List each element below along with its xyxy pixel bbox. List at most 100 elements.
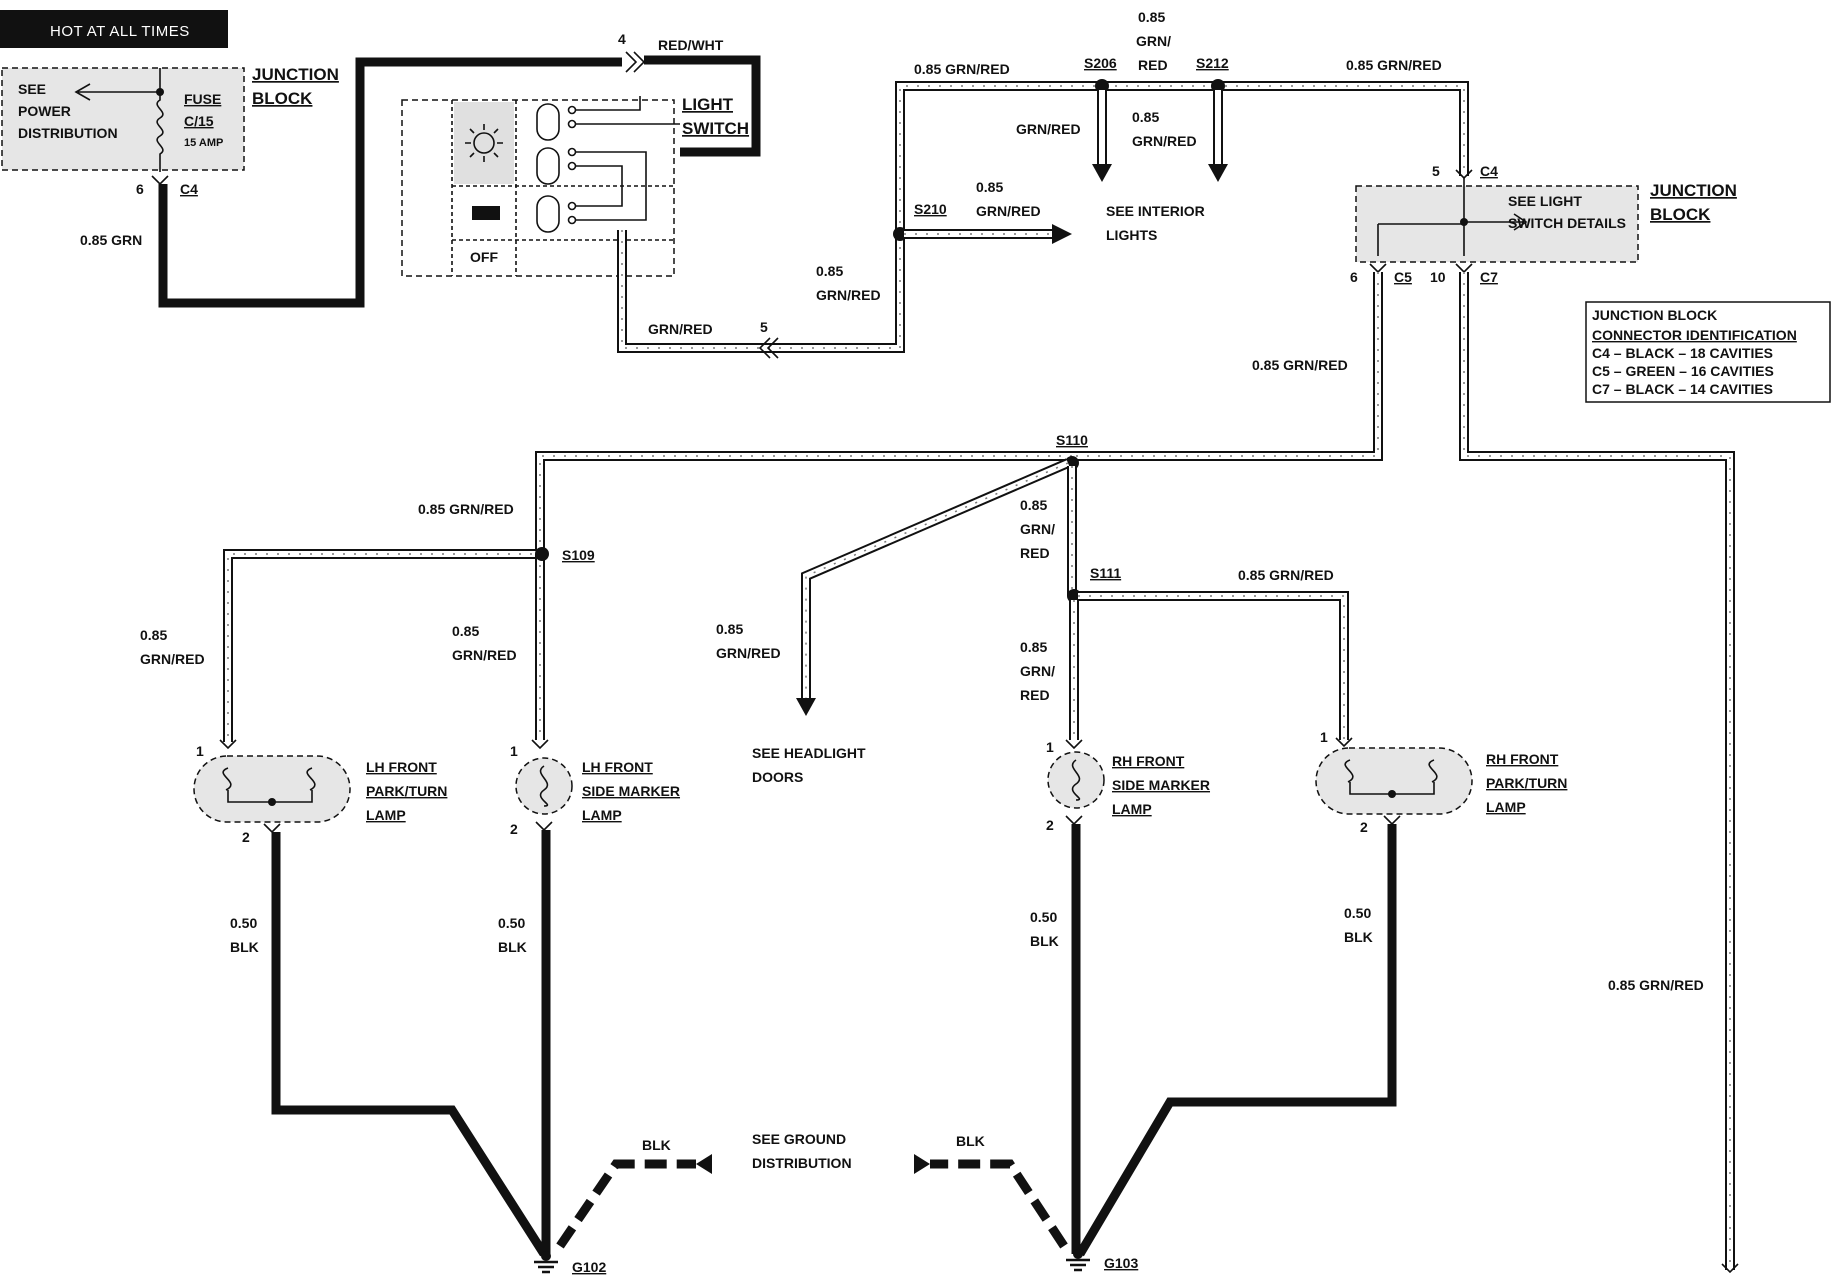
splice-s210-label: S210	[914, 201, 947, 217]
wire-085-grn-red-top-left: 0.85 GRN/RED	[914, 61, 1010, 77]
connector-c4-top-icon	[151, 175, 169, 186]
junction-block-right-title2: BLOCK	[1650, 205, 1711, 224]
wire-085-grn-label: 0.85 GRN	[80, 232, 142, 248]
lh-park-turn-lamp	[193, 755, 351, 823]
splice-s212-dot	[1211, 79, 1225, 93]
wire-lh-park-ground	[271, 832, 548, 1257]
arrow-interior-lights-icon	[1052, 224, 1072, 244]
switch-contact-2	[536, 147, 560, 185]
light-switch-off: OFF	[470, 249, 498, 265]
wire-blk-g103-dist	[930, 1159, 1068, 1249]
wire-085-grn	[158, 57, 622, 308]
connector-id-line2: CONNECTOR IDENTIFICATION	[1592, 327, 1797, 343]
splice-s111-dot	[1067, 589, 1081, 603]
rh-side-title2: SIDE MARKER	[1112, 777, 1210, 793]
see-headlight-line1: SEE HEADLIGHT	[752, 745, 866, 761]
connector-id-line4: C5 – GREEN – 16 CAVITIES	[1592, 363, 1774, 379]
wire-red-wht	[644, 55, 761, 157]
wire-grn-red-interior: GRN/RED	[976, 203, 1041, 219]
ground-g103-icon	[1066, 1258, 1090, 1272]
splice-s110-label: S110	[1056, 432, 1088, 448]
wire-blk-g102-label: BLK	[642, 1137, 671, 1153]
wire-grn-red-lh-park: GRN/RED	[140, 651, 205, 667]
splice-s109-label: S109	[562, 547, 595, 563]
wire-grn-red-headlight: GRN/RED	[716, 645, 781, 661]
jb-right-c7-cavity: 10	[1430, 269, 1446, 285]
wire-085-grn-red-c7: 0.85 GRN/RED	[1608, 977, 1704, 993]
lh-park-pin1: 1	[196, 743, 204, 759]
wire-grn-red-s210: GRN/RED	[816, 287, 881, 303]
junction-block-top-title2: BLOCK	[252, 89, 313, 108]
wire-050-size-rh-park: 0.50	[1344, 905, 1371, 921]
junction-block-top-title1: JUNCTION	[252, 65, 339, 84]
wire-rh-park-ground	[1076, 824, 1397, 1257]
lh-side-pin2: 2	[510, 821, 518, 837]
lh-side-title1: LH FRONT	[582, 759, 653, 775]
see-light-switch-line2: SWITCH DETAILS	[1508, 215, 1626, 231]
ground-g103-label: G103	[1104, 1255, 1138, 1271]
headlamp-rays-icon	[465, 124, 503, 162]
rh-side-pin1-icon	[1065, 739, 1083, 750]
wire-085-size-s210: 0.85	[816, 263, 843, 279]
wire-grn-red-s212-b: GRN/RED	[1132, 133, 1197, 149]
connector-id-line3: C4 – BLACK – 18 CAVITIES	[1592, 345, 1773, 361]
wire-blk-rh-park: BLK	[1344, 929, 1373, 945]
lh-side-bulb-icon	[539, 765, 549, 807]
ground-g103-dot	[1073, 1249, 1083, 1259]
rh-park-pin2-icon	[1383, 815, 1401, 826]
wire-085-grn-red-s111-right: 0.85 GRN/RED	[1238, 567, 1334, 583]
rh-side-pin2-icon	[1065, 815, 1083, 826]
rh-park-title2: PARK/TURN	[1486, 775, 1567, 791]
rh-park-title3: LAMP	[1486, 799, 1526, 815]
wire-red-rh-side: RED	[1020, 687, 1050, 703]
arrow-g102-dist-icon	[696, 1154, 712, 1174]
junction-block-top	[1, 67, 245, 171]
splice-s206-label: S206	[1084, 55, 1117, 71]
lh-park-title3: LAMP	[366, 807, 406, 823]
lh-park-pin2-icon	[263, 823, 281, 834]
light-switch-grid	[451, 100, 674, 276]
rh-side-pin2: 2	[1046, 817, 1054, 833]
switch-internal-wiring	[576, 96, 680, 221]
wire-grn-slash-rh-side: GRN/	[1020, 663, 1055, 679]
wire-085-size-rh-side: 0.85	[1020, 639, 1047, 655]
hot-at-all-times-label: HOT AT ALL TIMES	[50, 23, 190, 40]
jb-right-c4-cavity: 5	[1432, 163, 1440, 179]
rh-park-pin2: 2	[1360, 819, 1368, 835]
rh-park-pin1-icon	[1335, 737, 1353, 748]
arrow-headlight-icon	[796, 698, 816, 716]
wire-blk-lh-side: BLK	[498, 939, 527, 955]
wire-blk-lh-park: BLK	[230, 939, 259, 955]
rh-park-pin1: 1	[1320, 729, 1328, 745]
wire-grn-red-s206: GRN/RED	[1016, 121, 1081, 137]
lh-side-pin1-icon	[531, 739, 549, 750]
jb-right-c7: C7	[1480, 269, 1498, 285]
light-switch-cavity-5: 5	[760, 319, 768, 335]
headlamp-icon	[473, 132, 495, 154]
arrow-s212-icon	[1208, 164, 1228, 182]
see-power-line3: DISTRIBUTION	[18, 125, 118, 141]
power-arrow-icon	[74, 83, 160, 101]
wire-blk-rh-side: BLK	[1030, 933, 1059, 949]
ground-g102-icon	[534, 1260, 558, 1274]
connector-id-line1: JUNCTION BLOCK	[1592, 307, 1717, 323]
junction-block-right-title1: JUNCTION	[1650, 181, 1737, 200]
jb-top-cavity: 6	[136, 181, 144, 197]
jb-top-connector: C4	[180, 181, 198, 197]
lh-park-title1: LH FRONT	[366, 759, 437, 775]
lh-park-pin1-icon	[219, 739, 237, 750]
splice-s109-dot	[535, 547, 549, 561]
connector-id-line5: C7 – BLACK – 14 CAVITIES	[1592, 381, 1773, 397]
c7-wire-end-icon	[1721, 1263, 1739, 1274]
wire-085-size-s206-top: 0.85	[1138, 9, 1165, 25]
arrow-s206-icon	[1092, 164, 1112, 182]
jb-right-c5: C5	[1394, 269, 1412, 285]
lh-side-pin2-icon	[535, 821, 553, 832]
wire-grn-red-lh-side: GRN/RED	[452, 647, 517, 663]
wire-c7-long	[1459, 272, 1735, 1270]
jb-right-c4: C4	[1480, 163, 1498, 179]
wire-blk-g102-dist	[556, 1159, 696, 1249]
splice-s206-dot	[1095, 79, 1109, 93]
lh-side-title3: LAMP	[582, 807, 622, 823]
